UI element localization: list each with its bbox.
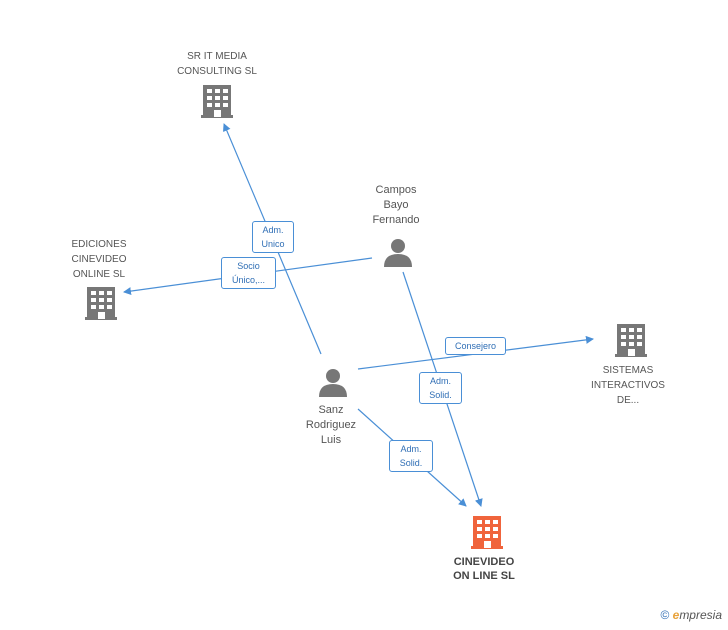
copyright-symbol: © (660, 608, 670, 622)
company-label-sr-it[interactable]: SR IT MEDIA CONSULTING SL (177, 51, 257, 77)
edge-label-consejero: Consejero (445, 337, 506, 355)
edge-label-adm-solid-2: Adm. Solid. (389, 440, 433, 472)
building-icon[interactable] (615, 324, 647, 357)
edge-label-adm-solid-1: Adm. Solid. (419, 372, 462, 404)
building-icon[interactable] (85, 287, 117, 320)
building-icon[interactable] (471, 516, 503, 549)
building-icon[interactable] (201, 85, 233, 118)
person-icon[interactable] (384, 239, 412, 267)
person-icon[interactable] (319, 369, 347, 397)
brand-initial: e (672, 608, 680, 622)
company-label-ediciones[interactable]: EDICIONES CINEVIDEO ONLINE SL (71, 239, 127, 280)
edge-label-adm-unico: Adm. Unico (252, 221, 294, 253)
person-label-campos[interactable]: Campos Bayo Fernando (372, 184, 420, 226)
brand-logo[interactable]: empresia (673, 608, 722, 622)
brand-name: mpresia (679, 608, 722, 622)
edge-label-socio-unico: Socio Único,... (221, 257, 276, 289)
copyright-notice: © empresia (660, 608, 722, 622)
company-label-sistemas[interactable]: SISTEMAS INTERACTIVOS DE... (591, 365, 665, 406)
company-label-cinevideo[interactable]: CINEVIDEO ON LINE SL (453, 556, 515, 582)
person-label-sanz[interactable]: Sanz Rodriguez Luis (305, 404, 357, 446)
